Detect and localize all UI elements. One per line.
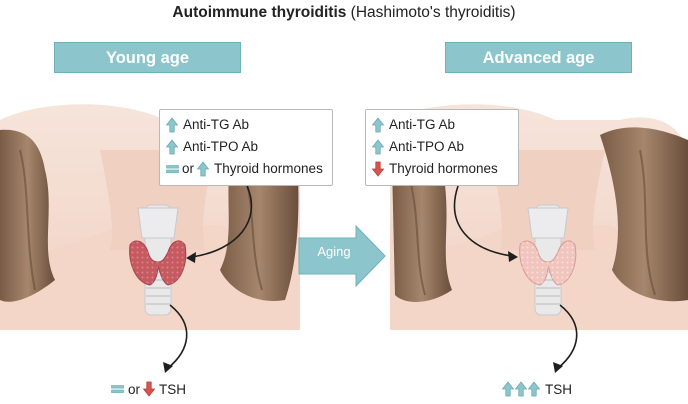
page-title: Autoimmune thyroiditis (Hashimoto's thyr… bbox=[172, 4, 516, 21]
up-arrow-icon bbox=[528, 381, 540, 397]
equal-sign-icon bbox=[111, 385, 124, 393]
young-age-banner: Young age bbox=[54, 42, 241, 73]
info-row: or Thyroid hormones bbox=[166, 158, 326, 180]
thyroid-atrophic bbox=[519, 240, 577, 286]
aging-label: Aging bbox=[317, 244, 351, 259]
up-arrow-icon bbox=[166, 139, 178, 155]
up-arrow-icon bbox=[372, 139, 384, 155]
advanced-tsh: TSH bbox=[502, 381, 572, 397]
thyroid-inflamed bbox=[129, 240, 187, 286]
info-row: Thyroid hormones bbox=[372, 158, 512, 180]
up-arrow-icon bbox=[372, 117, 384, 133]
right-person bbox=[390, 104, 688, 373]
info-row: Anti-TPO Ab bbox=[166, 136, 326, 158]
up-arrow-icon bbox=[515, 381, 527, 397]
equal-sign-icon bbox=[166, 165, 179, 173]
down-arrow-icon bbox=[372, 161, 384, 177]
advanced-info-box: Anti-TG Ab Anti-TPO Ab Thyroid hormones bbox=[365, 109, 519, 186]
info-row: Anti-TPO Ab bbox=[372, 136, 512, 158]
young-info-box: Anti-TG Ab Anti-TPO Ab or Thyroid hormon… bbox=[159, 109, 333, 186]
down-arrow-icon bbox=[143, 381, 156, 397]
up-arrow-icon bbox=[502, 381, 514, 397]
young-tsh: or TSH bbox=[111, 381, 186, 397]
up-arrow-icon bbox=[166, 117, 178, 133]
aging-arrow bbox=[298, 224, 386, 288]
advanced-age-banner: Advanced age bbox=[445, 42, 632, 73]
info-row: Anti-TG Ab bbox=[166, 114, 326, 136]
up-arrow-icon bbox=[197, 161, 210, 177]
info-row: Anti-TG Ab bbox=[372, 114, 512, 136]
